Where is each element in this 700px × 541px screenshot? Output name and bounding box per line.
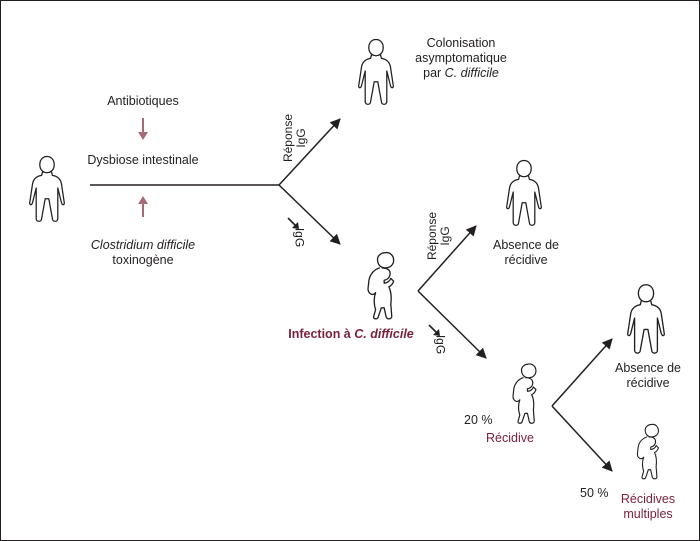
low-igg-arrow-icon bbox=[287, 217, 299, 229]
standing-person-icon bbox=[358, 38, 394, 105]
dysbiose-label: Dysbiose intestinale bbox=[87, 153, 199, 167]
arrow-infection bbox=[278, 184, 341, 245]
percent-50-label: 50 % bbox=[580, 486, 609, 500]
down-arrow-icon bbox=[138, 118, 148, 140]
absence-recidive-label-2: Absence de récidive bbox=[614, 361, 682, 390]
standing-person-icon bbox=[506, 159, 542, 226]
recidive-label: Récidive bbox=[486, 431, 534, 445]
arrow-colonisation bbox=[278, 118, 341, 186]
antibiotiques-label: Antibiotiques bbox=[107, 94, 179, 108]
percent-20-label: 20 % bbox=[464, 413, 493, 427]
arrow-recidives-multiples bbox=[551, 405, 613, 472]
reponse-igg-label-2: Réponse IgG bbox=[425, 211, 452, 261]
sick-person-icon bbox=[636, 423, 660, 480]
arrow-absence-2 bbox=[551, 338, 613, 407]
low-igg-label: IgG bbox=[292, 227, 307, 248]
standing-person-icon bbox=[29, 155, 65, 222]
arrow-absence-1 bbox=[417, 225, 477, 292]
standing-person-icon bbox=[627, 284, 665, 354]
clostridium-label: Clostridium difficile toxinogène bbox=[90, 238, 196, 267]
low-igg-arrow-icon bbox=[428, 324, 440, 336]
reponse-igg-label: Réponse IgG bbox=[281, 113, 308, 163]
sick-person-icon bbox=[367, 251, 395, 320]
infection-label: Infection à C. difficile bbox=[288, 327, 414, 341]
colonisation-label: Colonisation asymptomatique par C. diffi… bbox=[415, 36, 507, 80]
sick-person-icon bbox=[512, 363, 537, 424]
low-igg-label-2: IgG bbox=[433, 334, 448, 355]
absence-recidive-label: Absence de récidive bbox=[492, 238, 560, 267]
arrow-recidive bbox=[417, 290, 487, 359]
recidives-multiples-label: Récidives multiples bbox=[620, 492, 676, 521]
up-arrow-icon bbox=[138, 196, 148, 217]
